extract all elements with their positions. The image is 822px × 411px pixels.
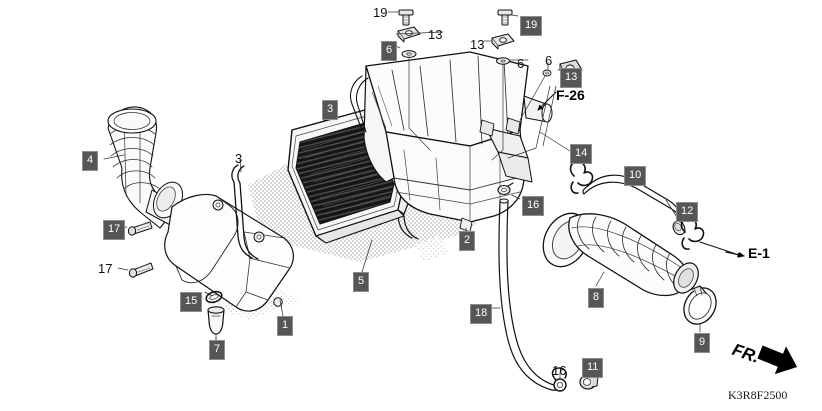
callout-9[interactable]: 9 [694, 333, 711, 353]
callout-12[interactable]: 12 [676, 202, 699, 222]
callout-6[interactable]: 6 [381, 41, 398, 61]
callout-8[interactable]: 8 [588, 288, 605, 308]
callout-16-upper[interactable]: 16 [522, 196, 545, 216]
callout-19[interactable]: 19 [520, 16, 543, 36]
callout-5[interactable]: 5 [353, 272, 370, 292]
callout-7[interactable]: 7 [209, 340, 226, 360]
drawing-number: K3R8F2500 [728, 388, 788, 402]
section-ref-e1[interactable]: E-1 [748, 245, 770, 261]
label-13-left: 13 [428, 27, 443, 42]
callout-3[interactable]: 3 [322, 100, 339, 120]
section-ref-f26[interactable]: F-26 [556, 87, 585, 103]
callout-15[interactable]: 15 [180, 292, 203, 312]
label-6-left: 6 [517, 56, 525, 71]
label-3: 3 [235, 151, 243, 166]
callout-11[interactable]: 11 [582, 358, 604, 378]
callout-10[interactable]: 10 [624, 166, 647, 186]
label-16-lower: 16 [552, 363, 567, 378]
label-17-lower: 17 [98, 261, 113, 276]
callout-2[interactable]: 2 [459, 231, 476, 251]
callout-18[interactable]: 18 [470, 304, 493, 324]
label-13-right: 13 [470, 37, 485, 52]
label-19: 19 [373, 5, 388, 20]
label-6-right: 6 [545, 53, 553, 68]
callout-4[interactable]: 4 [82, 151, 99, 171]
callout-13[interactable]: 13 [560, 68, 583, 88]
callout-1[interactable]: 1 [277, 316, 294, 336]
callout-17-upper[interactable]: 17 [103, 220, 126, 240]
callout-14[interactable]: 14 [570, 144, 593, 164]
